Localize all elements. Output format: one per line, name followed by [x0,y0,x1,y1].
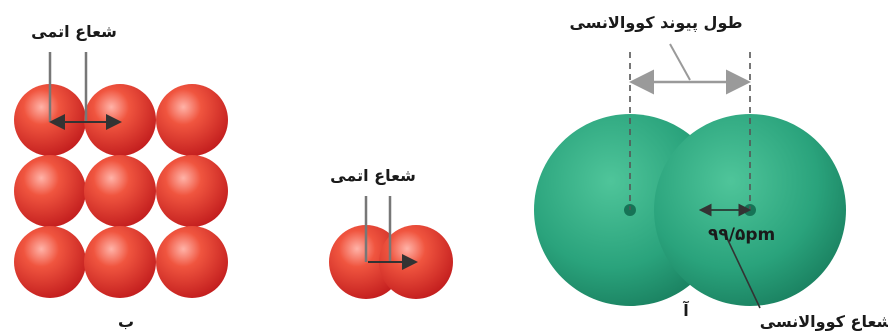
red-sphere [156,155,228,227]
covalent-radius-label: شعاع کووالانسی [760,312,888,331]
red-sphere [156,84,228,156]
atomic-radius-pointer-middle [364,196,418,270]
sphere-grid [14,84,228,298]
red-sphere [14,226,86,298]
label-box [320,156,426,194]
atomic-radius-label-left: شعاع اتمی [31,22,117,41]
red-sphere [156,226,228,298]
label-box [566,4,746,40]
covalent-radius-pointer [698,203,761,309]
red-sphere [84,84,156,156]
panel-label-a: آ [682,300,689,320]
panel-label-b: ب [118,312,134,331]
atomic-radius-pointer-left [48,52,122,130]
distance-value: ۹۹/۵pm [708,225,775,245]
red-sphere [14,155,86,227]
bond-length-guides [629,43,751,210]
atomic-radius-label-middle: شعاع اتمی [330,166,416,185]
bond-length-label: طول پیوند کووالانسی [569,13,742,33]
label-box [22,12,126,50]
covalent-spheres [534,114,846,306]
red-sphere [84,155,156,227]
red-sphere [84,226,156,298]
